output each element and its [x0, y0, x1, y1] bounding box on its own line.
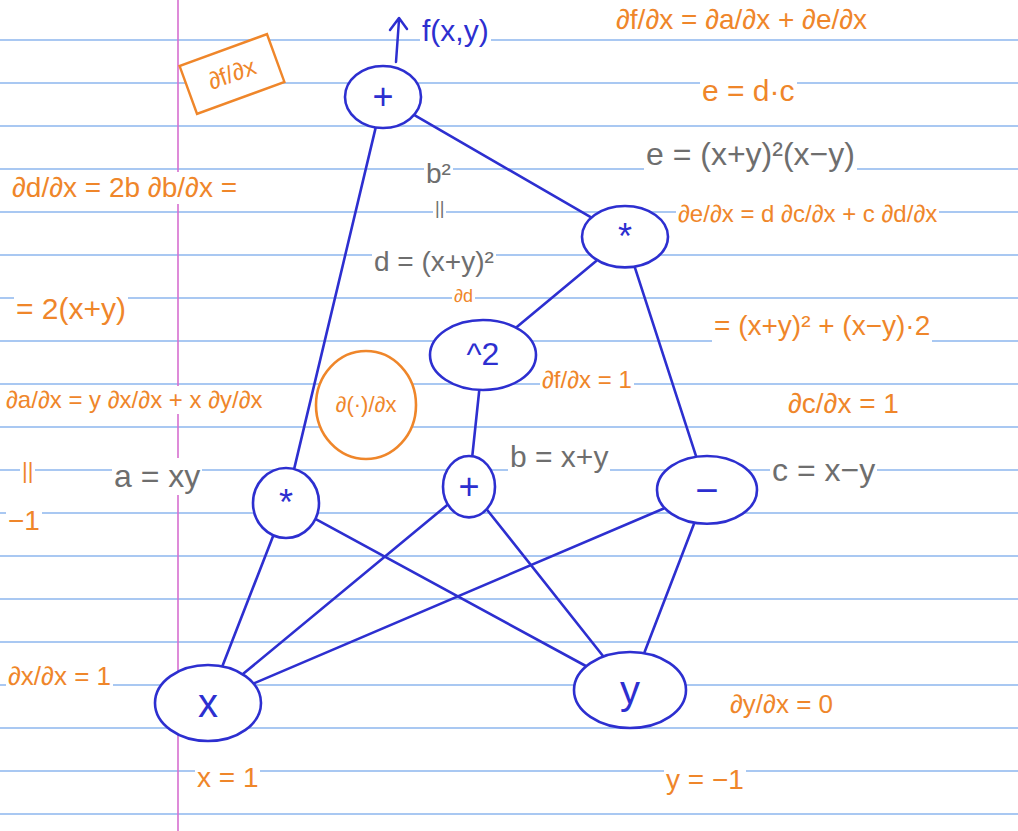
derivative-note: ∂d: [452, 286, 475, 307]
node-outline: [155, 665, 261, 741]
derivative-note: e = d·c: [700, 74, 797, 109]
ruled-line: [0, 254, 1018, 255]
node-text: −: [695, 468, 718, 512]
graph-edge: [472, 391, 479, 456]
graph-edge: [487, 510, 602, 656]
node-outline: [430, 320, 536, 390]
definition-note: e = (x+y)²(x−y): [644, 136, 857, 173]
graph-edge: [635, 268, 696, 456]
definition-note: c = x−y: [770, 452, 877, 489]
graph-edge: [517, 261, 596, 327]
graph-edge: [316, 519, 585, 665]
output-label: f(x,y): [420, 14, 491, 49]
node-outline: [443, 456, 495, 517]
node-outline: [657, 456, 757, 524]
graph-edge: [645, 524, 694, 653]
equals-mark: ||: [20, 458, 35, 483]
ruled-line: [0, 555, 1018, 556]
derivative-note: ∂x/∂x = 1: [6, 662, 113, 692]
derivative-note: ∂f/∂x = 1: [540, 366, 634, 394]
node-outline: [345, 66, 421, 128]
node-outline: [316, 351, 416, 459]
ruled-line: [0, 598, 1018, 599]
node-outline: [574, 652, 686, 728]
input-node: y: [572, 650, 688, 730]
graph-edge: [223, 536, 273, 665]
definition-note: b = x+y: [508, 440, 610, 475]
output-arrow: [390, 18, 407, 62]
node-text: y: [620, 668, 640, 712]
boxed-derivative: ∂f/∂x: [178, 32, 287, 116]
ruled-line: [0, 297, 1018, 298]
derivative-note: ∂d/∂x = 2b ∂b/∂x =: [10, 172, 239, 204]
node-text: *: [618, 217, 632, 257]
derivative-note: ∂a/∂x = y ∂x/∂x + x ∂y/∂x: [4, 386, 265, 414]
ruled-line: [0, 727, 1018, 728]
ruled-line: [0, 39, 1018, 40]
ruled-line: [0, 641, 1018, 642]
add-node: +: [441, 454, 497, 519]
derivative-note: −1: [6, 505, 42, 537]
add-node: +: [343, 64, 423, 130]
definition-note: a = xy: [112, 458, 202, 495]
ruled-line: [0, 512, 1018, 513]
subtract-node: −: [655, 454, 759, 526]
node-text: ^2: [467, 337, 500, 372]
ruled-line: [0, 82, 1018, 83]
definition-note: b²: [424, 158, 453, 190]
node-text: ∂(·)/∂x: [336, 393, 397, 417]
ruled-line: [0, 684, 1018, 685]
derivative-note: ∂y/∂x = 0: [728, 690, 835, 720]
value-note: y = −1: [664, 764, 746, 796]
derivative-operator: ∂(·)/∂x: [314, 349, 418, 461]
ruled-line: [0, 426, 1018, 427]
derivative-note: ∂f/∂x = ∂a/∂x + ∂e/∂x: [614, 4, 869, 36]
derivative-note: ∂e/∂x = d ∂c/∂x + c ∂d/∂x: [676, 200, 939, 228]
derivative-note: = 2(x+y): [14, 292, 128, 327]
value-note: x = 1: [195, 762, 260, 794]
node-outline: [180, 34, 285, 114]
derivative-note: = (x+y)² + (x−y)·2: [712, 310, 932, 342]
input-node: x: [153, 663, 263, 743]
node-text: +: [458, 467, 479, 507]
ruled-line: [0, 770, 1018, 771]
multiply-node: *: [580, 204, 670, 269]
node-outline: [253, 468, 319, 538]
equals-mark: ||: [433, 198, 446, 219]
square-node: ^2: [428, 318, 538, 392]
node-outline: [582, 206, 668, 267]
node-text: *: [279, 483, 293, 523]
node-text: +: [372, 77, 393, 117]
multiply-node: *: [251, 466, 321, 540]
ruled-line: [0, 813, 1018, 814]
definition-note: d = (x+y)²: [372, 246, 496, 278]
node-text: x: [198, 681, 218, 725]
ruled-line: [0, 125, 1018, 126]
derivative-note: ∂c/∂x = 1: [786, 388, 901, 420]
